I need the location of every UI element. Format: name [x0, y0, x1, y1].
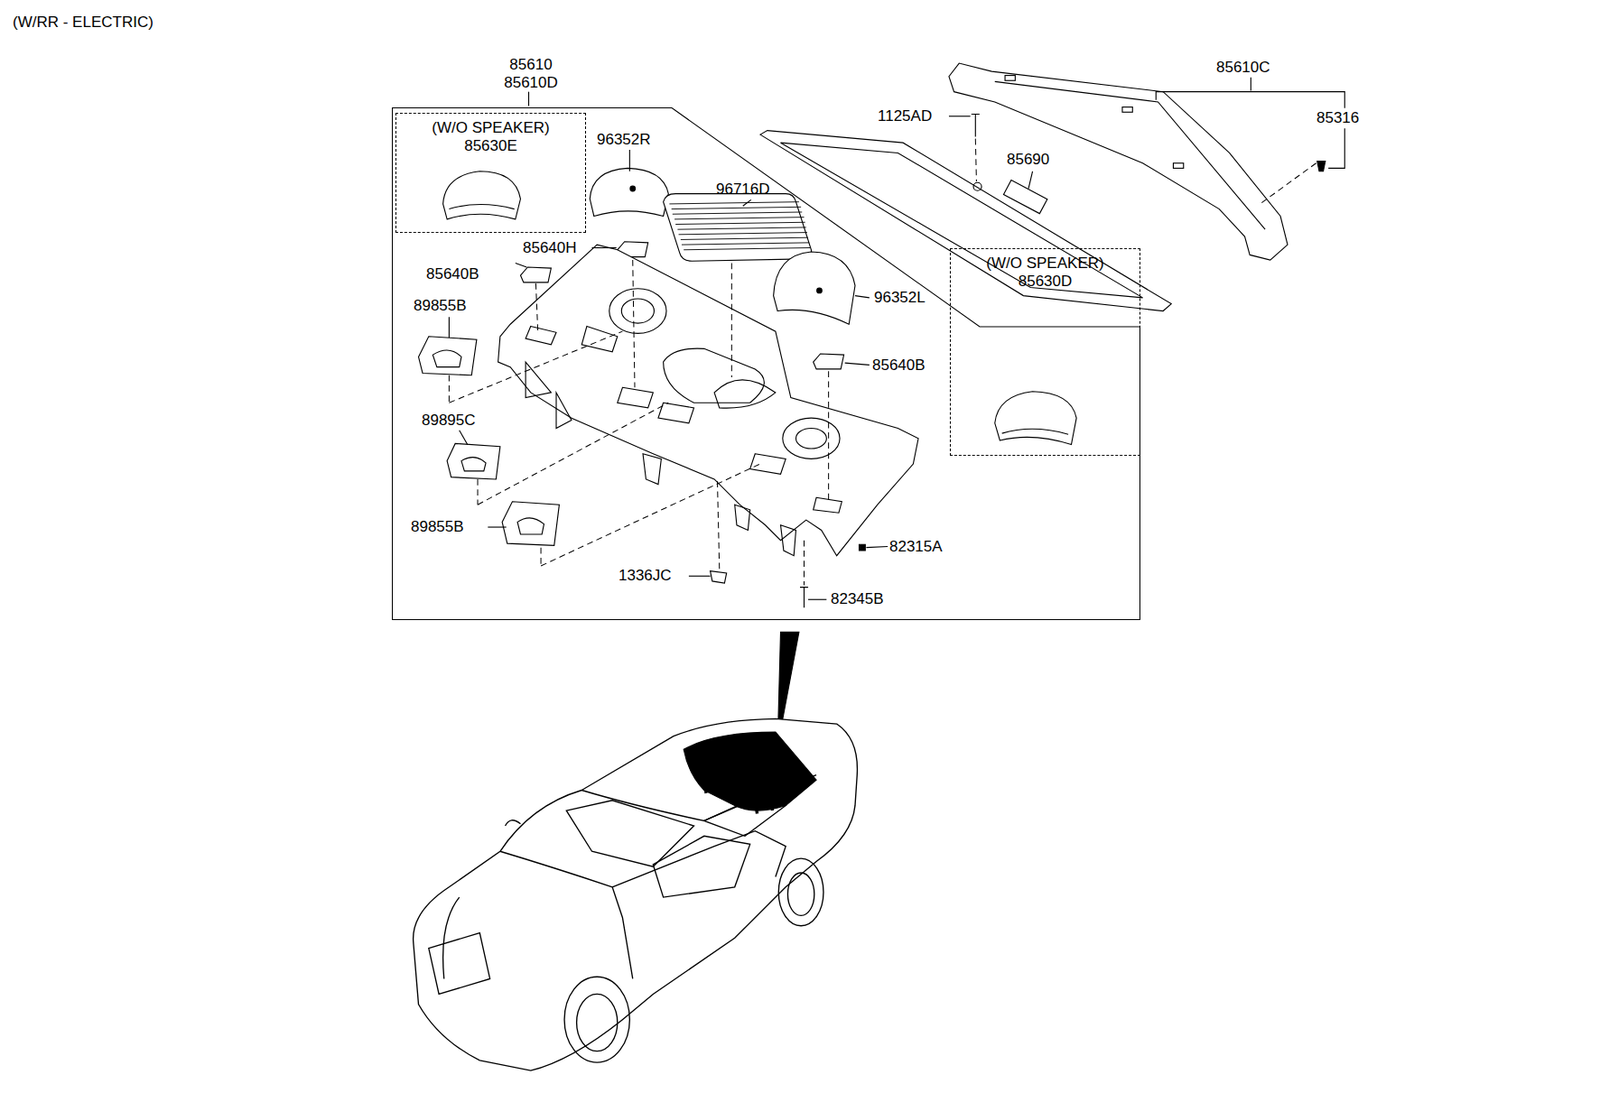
- option-note: (W/O SPEAKER): [950, 254, 1140, 273]
- part-number: 85640H: [522, 239, 577, 258]
- part-number: 85640B: [426, 265, 480, 284]
- part-number: 96716D: [716, 180, 771, 199]
- part-number: 85630E: [396, 137, 586, 156]
- option-box: (W/O SPEAKER)85630E: [395, 112, 587, 233]
- part-number: 85316: [1316, 109, 1359, 128]
- assembly-outline: 8561085610D(W/O SPEAKER)85630E: [391, 107, 1141, 621]
- outline-shape: [391, 107, 1141, 621]
- part-number: 1125AD: [877, 107, 932, 126]
- option-note: (W/O SPEAKER): [396, 119, 586, 138]
- part-number: 82315A: [889, 538, 943, 557]
- part-number: 85610C: [1216, 58, 1271, 77]
- part-number: 85610: [509, 55, 552, 75]
- part-number: 89855B: [413, 297, 467, 316]
- part-number: 85690: [1006, 150, 1050, 169]
- part-number: 96352L: [874, 288, 926, 307]
- variant-note: (W/RR - ELECTRIC): [12, 13, 154, 32]
- part-number: 1336JC: [618, 567, 672, 586]
- part-number: 96352R: [596, 130, 652, 149]
- part-number: 85610D: [503, 74, 559, 93]
- part-number: 85640B: [872, 356, 926, 375]
- part-number: 82345B: [830, 590, 884, 609]
- part-number: 85630D: [950, 272, 1140, 291]
- part-number: 89855B: [410, 518, 465, 537]
- part-number: 89895C: [421, 411, 476, 430]
- option-box: (W/O SPEAKER)85630D: [949, 248, 1141, 456]
